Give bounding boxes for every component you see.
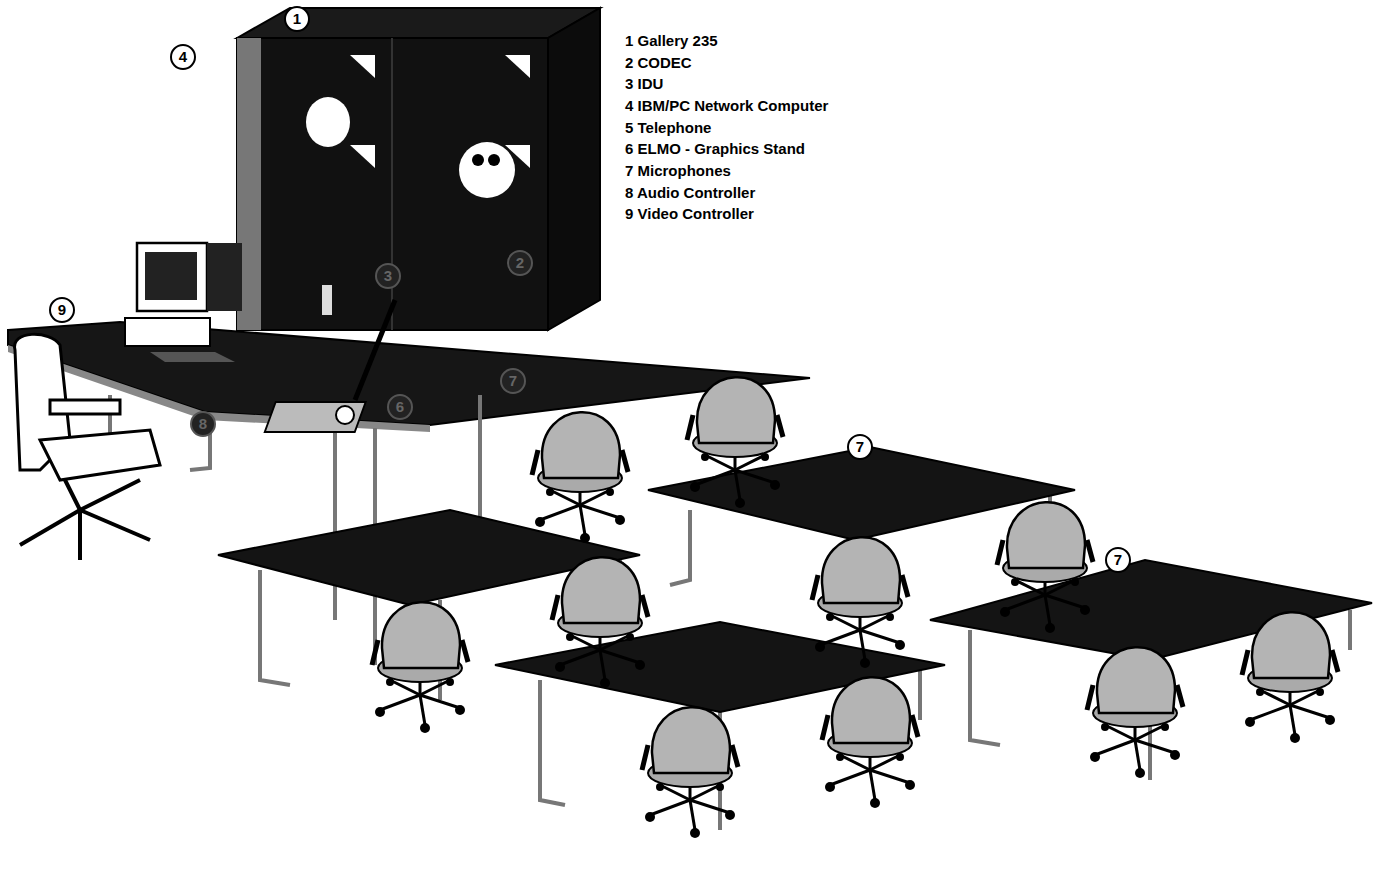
callout-number: 7 [847, 434, 873, 460]
legend-line: 7 Microphones [625, 162, 731, 180]
callout-number: 4 [170, 44, 196, 70]
legend-line: 5 Telephone [625, 119, 711, 137]
legend-line: 2 CODEC [625, 54, 692, 72]
callout-number: 6 [387, 394, 413, 420]
callout-number: 9 [49, 297, 75, 323]
callout-number: 7 [500, 368, 526, 394]
legend-line: 3 IDU [625, 75, 663, 93]
legend-line: 1 Gallery 235 [625, 32, 718, 50]
chairs [372, 377, 1338, 838]
callout-number: 3 [375, 263, 401, 289]
legend-line: 9 Video Controller [625, 205, 754, 223]
equipment-cabinet [237, 8, 600, 330]
callout-number: 1 [284, 6, 310, 32]
callout-number: 2 [507, 250, 533, 276]
computer [125, 243, 242, 362]
callout-number: 7 [1105, 547, 1131, 573]
operator-chair [15, 334, 160, 560]
legend-line: 8 Audio Controller [625, 184, 755, 202]
legend-line: 6 ELMO - Graphics Stand [625, 140, 805, 158]
legend-line: 4 IBM/PC Network Computer [625, 97, 828, 115]
callout-number: 8 [190, 411, 216, 437]
